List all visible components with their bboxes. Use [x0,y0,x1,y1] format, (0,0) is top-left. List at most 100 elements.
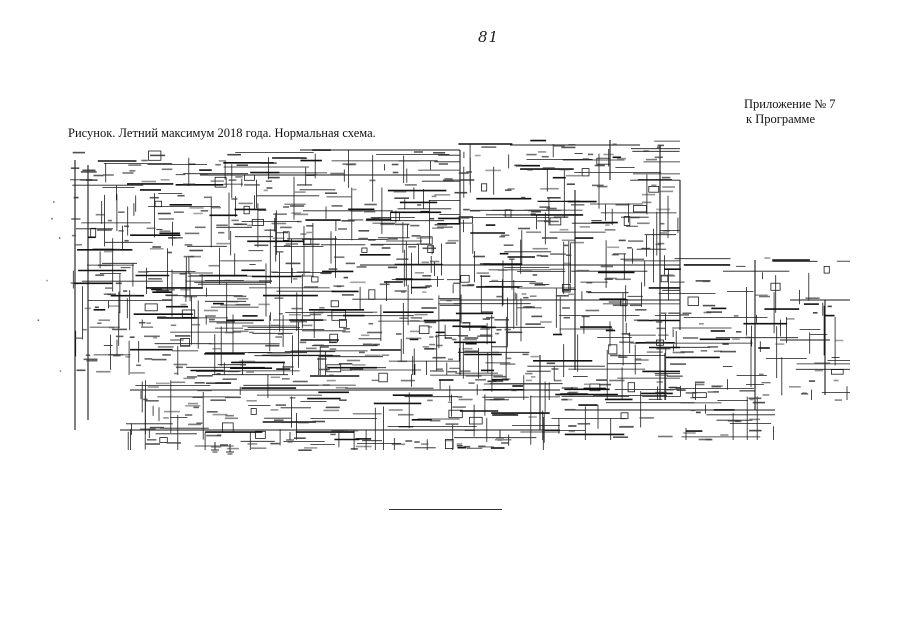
schematic-label-mark [456,445,463,447]
schematic-label-mark [559,168,570,171]
schematic-label-mark [301,157,308,160]
schematic-label-mark [148,278,162,280]
substation-box [648,185,660,193]
schematic-label-mark [475,379,486,381]
schematic-label-mark [197,375,213,377]
schematic-label-mark [105,287,113,289]
schematic-label-mark [540,255,549,257]
schematic-label-mark [272,354,287,357]
schematic-label-mark [74,337,83,339]
schematic-label-mark [203,196,211,199]
substation-box [608,344,618,355]
schematic-label-mark [526,231,542,233]
schematic-label-mark [97,264,112,267]
schematic-label-mark [70,282,75,284]
schematic-label-mark [610,354,621,357]
schematic-label-mark [530,355,539,358]
schematic-label-mark [346,163,356,166]
schematic-label-mark [676,389,686,391]
schematic-label-mark [732,338,740,340]
schematic-label-mark [167,251,172,254]
schematic-label-mark [577,423,591,425]
schematic-label-mark [454,191,468,194]
schematic-label-mark [112,354,121,357]
schematic-label-mark [645,158,657,161]
schematic-label-mark [71,234,76,237]
substation-box [504,209,512,218]
schematic-label-mark [666,375,683,377]
schematic-label-mark [244,184,260,186]
schematic-label-mark [144,358,153,360]
schematic-label-mark [297,220,302,223]
schematic-label-mark [672,351,685,354]
schematic-label-mark [264,229,276,231]
schematic-label-mark [346,430,359,432]
schematic-label-mark [434,223,448,226]
schematic-label-mark [775,343,785,345]
schematic-label-mark [306,347,317,350]
schematic-label-mark [180,345,191,347]
schematic-label-mark [184,414,193,416]
schematic-label-mark [270,442,280,445]
schematic-label-mark [362,343,373,346]
schematic-label-mark [359,351,365,354]
schematic-label-mark [550,253,566,255]
schematic-label-mark [656,327,666,330]
schematic-label-mark [209,318,215,321]
schematic-label-mark [662,230,670,232]
schematic-label-mark [429,260,440,263]
schematic-label-mark [531,210,541,213]
substation-box [831,369,844,375]
substation-box [255,430,266,439]
schematic-label-mark [231,198,238,200]
schematic-label-mark [409,320,420,322]
schematic-label-mark [656,208,671,211]
schematic-label-mark [534,284,546,286]
schematic-label-mark [334,256,345,258]
schematic-label-mark [149,248,164,250]
schematic-label-mark [258,303,270,306]
schematic-label-mark [525,372,533,375]
schematic-label-mark [325,192,337,194]
schematic-label-mark [141,159,148,162]
schematic-label-mark [521,196,526,199]
schematic-label-mark [341,294,354,296]
schematic-label-mark [432,227,444,229]
schematic-label-mark [453,282,460,285]
schematic-label-mark [586,291,592,293]
schematic-label-mark [540,188,547,190]
schematic-label-mark [458,335,469,337]
substation-box [214,176,227,188]
schematic-label-mark [103,293,111,295]
schematic-label-mark [694,381,705,384]
schematic-label-mark [752,401,765,404]
schematic-label-mark [462,347,473,350]
schematic-label-mark [641,193,656,196]
schematic-label-mark [496,329,502,331]
schematic-label-mark [434,194,451,196]
schematic-label-mark [603,153,614,156]
schematic-label-mark [690,396,696,399]
schematic-label-mark [302,324,313,327]
schematic-label-mark [634,359,649,361]
schematic-label-mark [211,206,221,209]
schematic-label-mark [159,289,175,291]
schematic-label-mark [232,330,249,333]
schematic-label-mark [551,168,562,170]
schematic-label-mark [266,187,273,189]
schematic-label-mark [553,145,565,147]
schematic-label-mark [502,413,516,416]
schematic-label-mark [335,386,348,389]
schematic-label-mark [138,321,146,324]
schematic-label-mark [370,244,384,246]
schematic-label-mark [628,240,644,242]
schematic-label-mark [183,377,195,380]
schematic-label-mark [563,398,573,401]
schematic-label-mark [567,293,574,296]
schematic-label-mark [422,275,432,277]
schematic-label-mark [222,378,237,380]
schematic-label-mark [748,397,762,400]
schematic-label-mark [480,275,491,277]
substation-box [770,282,781,291]
schematic-label-mark [736,331,742,333]
